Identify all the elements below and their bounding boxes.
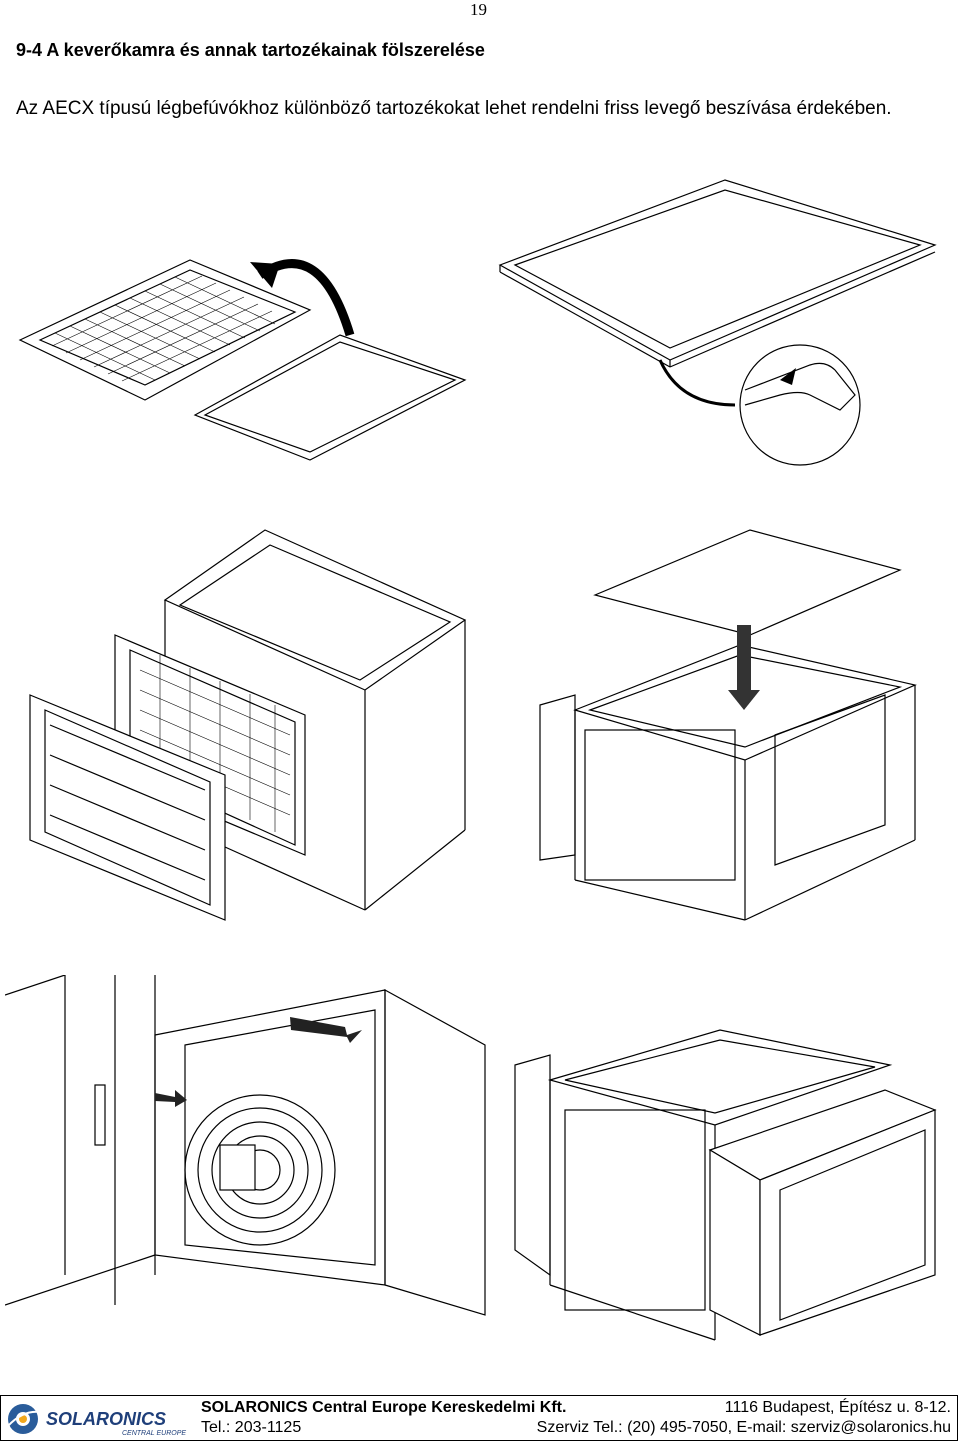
mixing-box-extension-illustration xyxy=(514,1029,937,1341)
page-number: 19 xyxy=(470,0,487,19)
company-name: SOLARONICS Central Europe Kereskedelmi K… xyxy=(201,1399,567,1416)
service-contact: Szerviz Tel.: (20) 495-7050, E-mail: sze… xyxy=(536,1419,951,1436)
mixing-box-top-panel-illustration xyxy=(539,529,917,921)
solaronics-logo: SOLARONICS CENTRAL EUROPE xyxy=(7,1404,186,1437)
logo-text: SOLARONICS xyxy=(46,1409,166,1429)
company-phone: Tel.: 203-1125 xyxy=(201,1419,302,1436)
top-plate-illustration xyxy=(498,179,937,466)
grille-filter-illustration xyxy=(18,259,467,461)
fan-interior-illustration xyxy=(5,975,486,1316)
page-footer: SOLARONICS CENTRAL EUROPE SOLARONICS Cen… xyxy=(0,1395,958,1441)
logo-subtext: CENTRAL EUROPE xyxy=(122,1430,186,1437)
intro-paragraph: Az AECX típusú légbefúvókhoz különböző t… xyxy=(16,98,892,119)
mixing-box-louver-illustration xyxy=(29,529,467,921)
company-address: 1116 Budapest, Építész u. 8-12. xyxy=(724,1399,951,1416)
section-heading: 9-4 A keverőkamra és annak tartozékainak… xyxy=(16,40,485,60)
